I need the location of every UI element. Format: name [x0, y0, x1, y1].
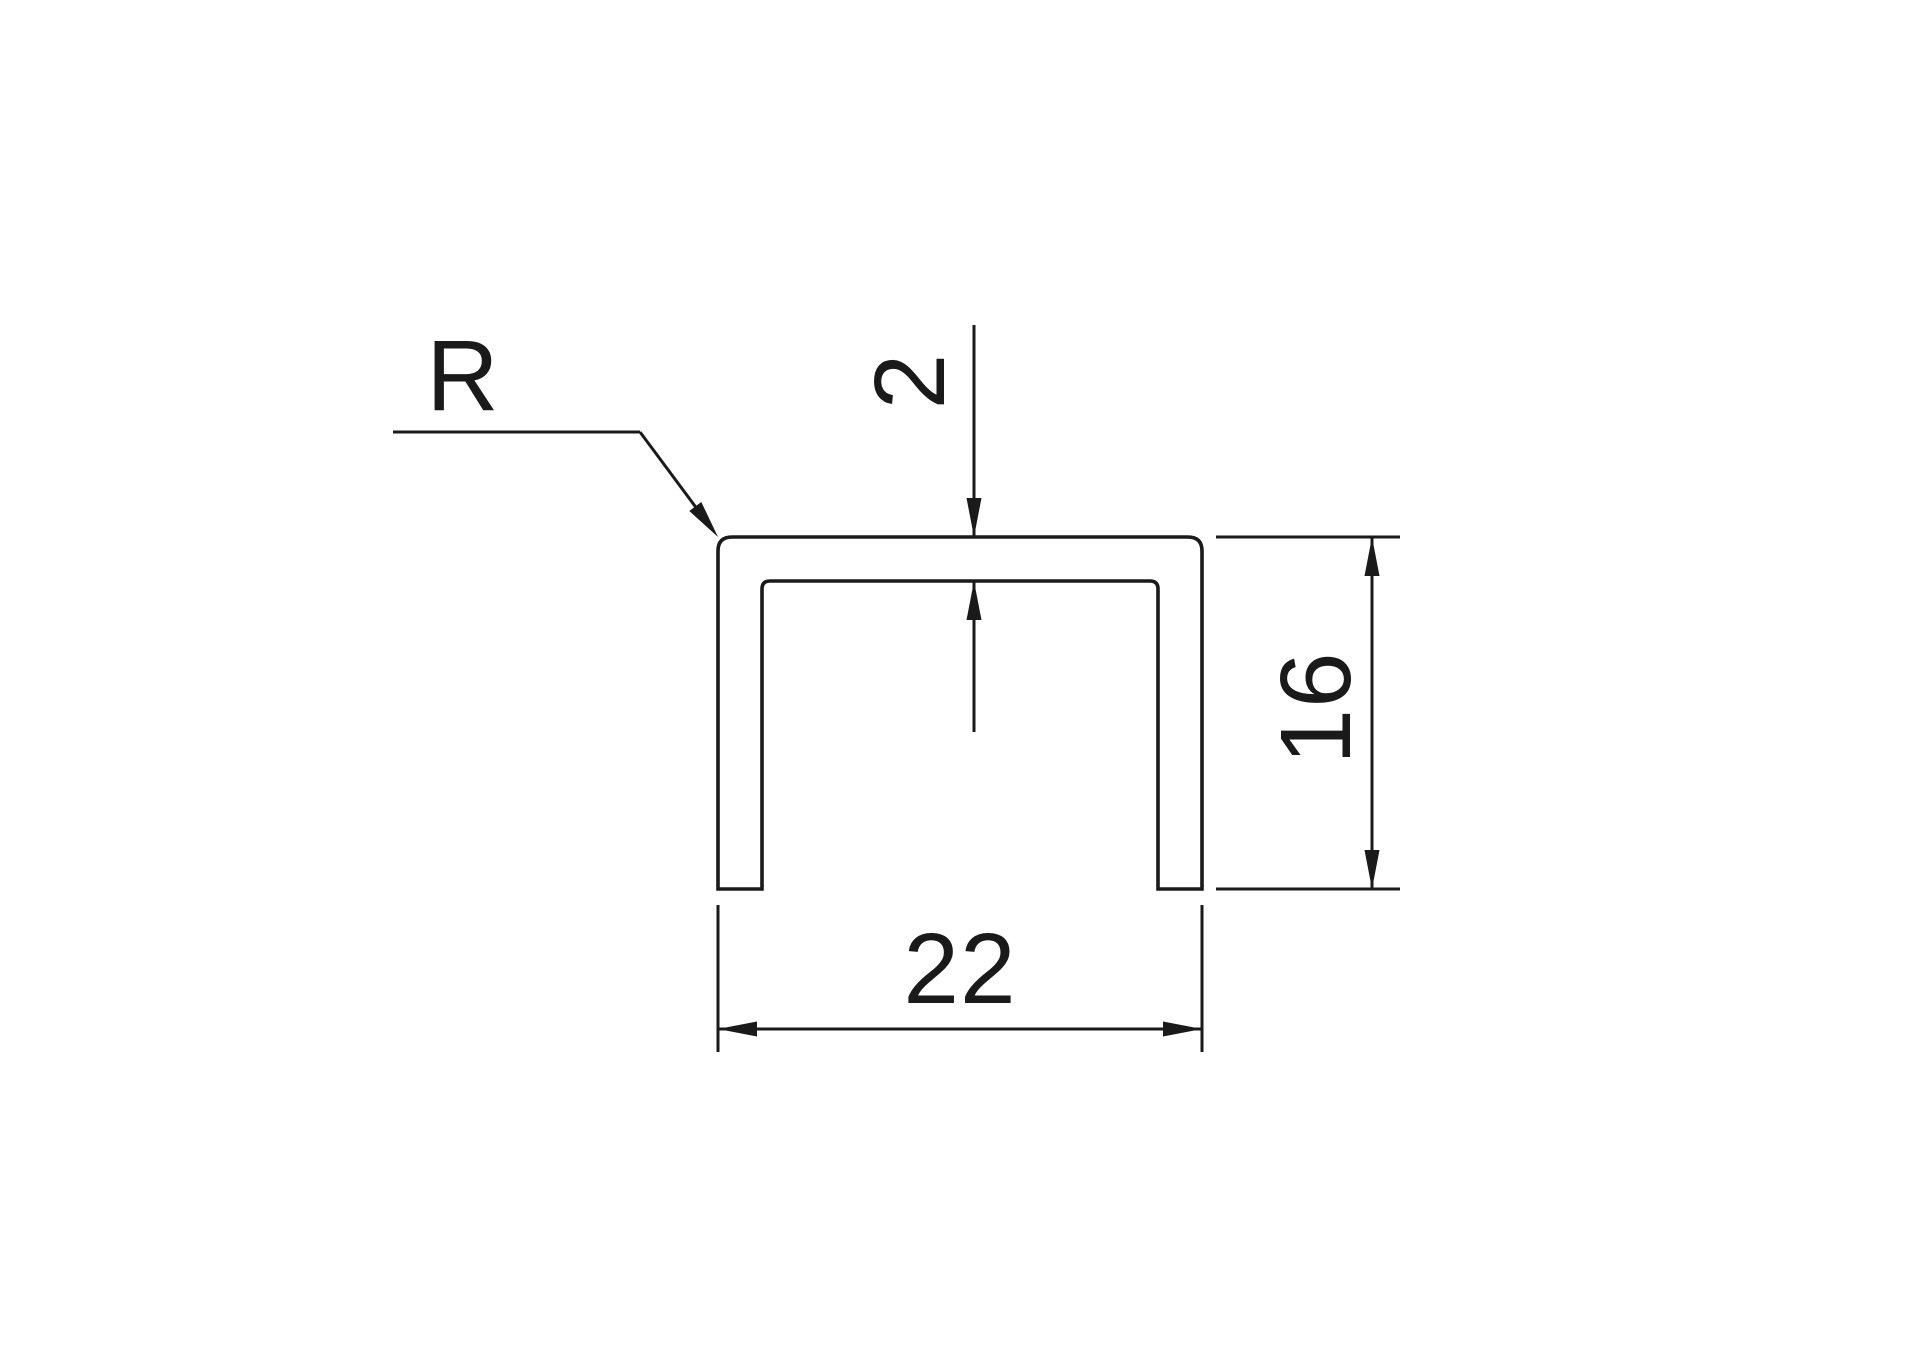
height-label: 16 — [1260, 651, 1372, 764]
profile-outline — [716, 535, 1204, 891]
arrowhead-thickness-down-icon — [966, 498, 982, 537]
width-label: 22 — [903, 913, 1016, 1025]
thickness-label: 2 — [854, 353, 966, 410]
radius-callout: R — [393, 320, 718, 537]
dimension-width: 22 — [716, 905, 1204, 1052]
arrowhead-up-icon — [1364, 537, 1380, 576]
radius-label: R — [426, 320, 499, 432]
arrowhead-left-icon — [718, 1021, 757, 1037]
arrowhead-thickness-up-icon — [966, 581, 982, 620]
arrowhead-down-icon — [1364, 850, 1380, 889]
arrowhead-right-icon — [1163, 1021, 1202, 1037]
dimension-height: 16 — [1216, 535, 1400, 891]
dimension-thickness: 2 — [854, 325, 982, 732]
leader-arrowhead-icon — [689, 502, 718, 537]
